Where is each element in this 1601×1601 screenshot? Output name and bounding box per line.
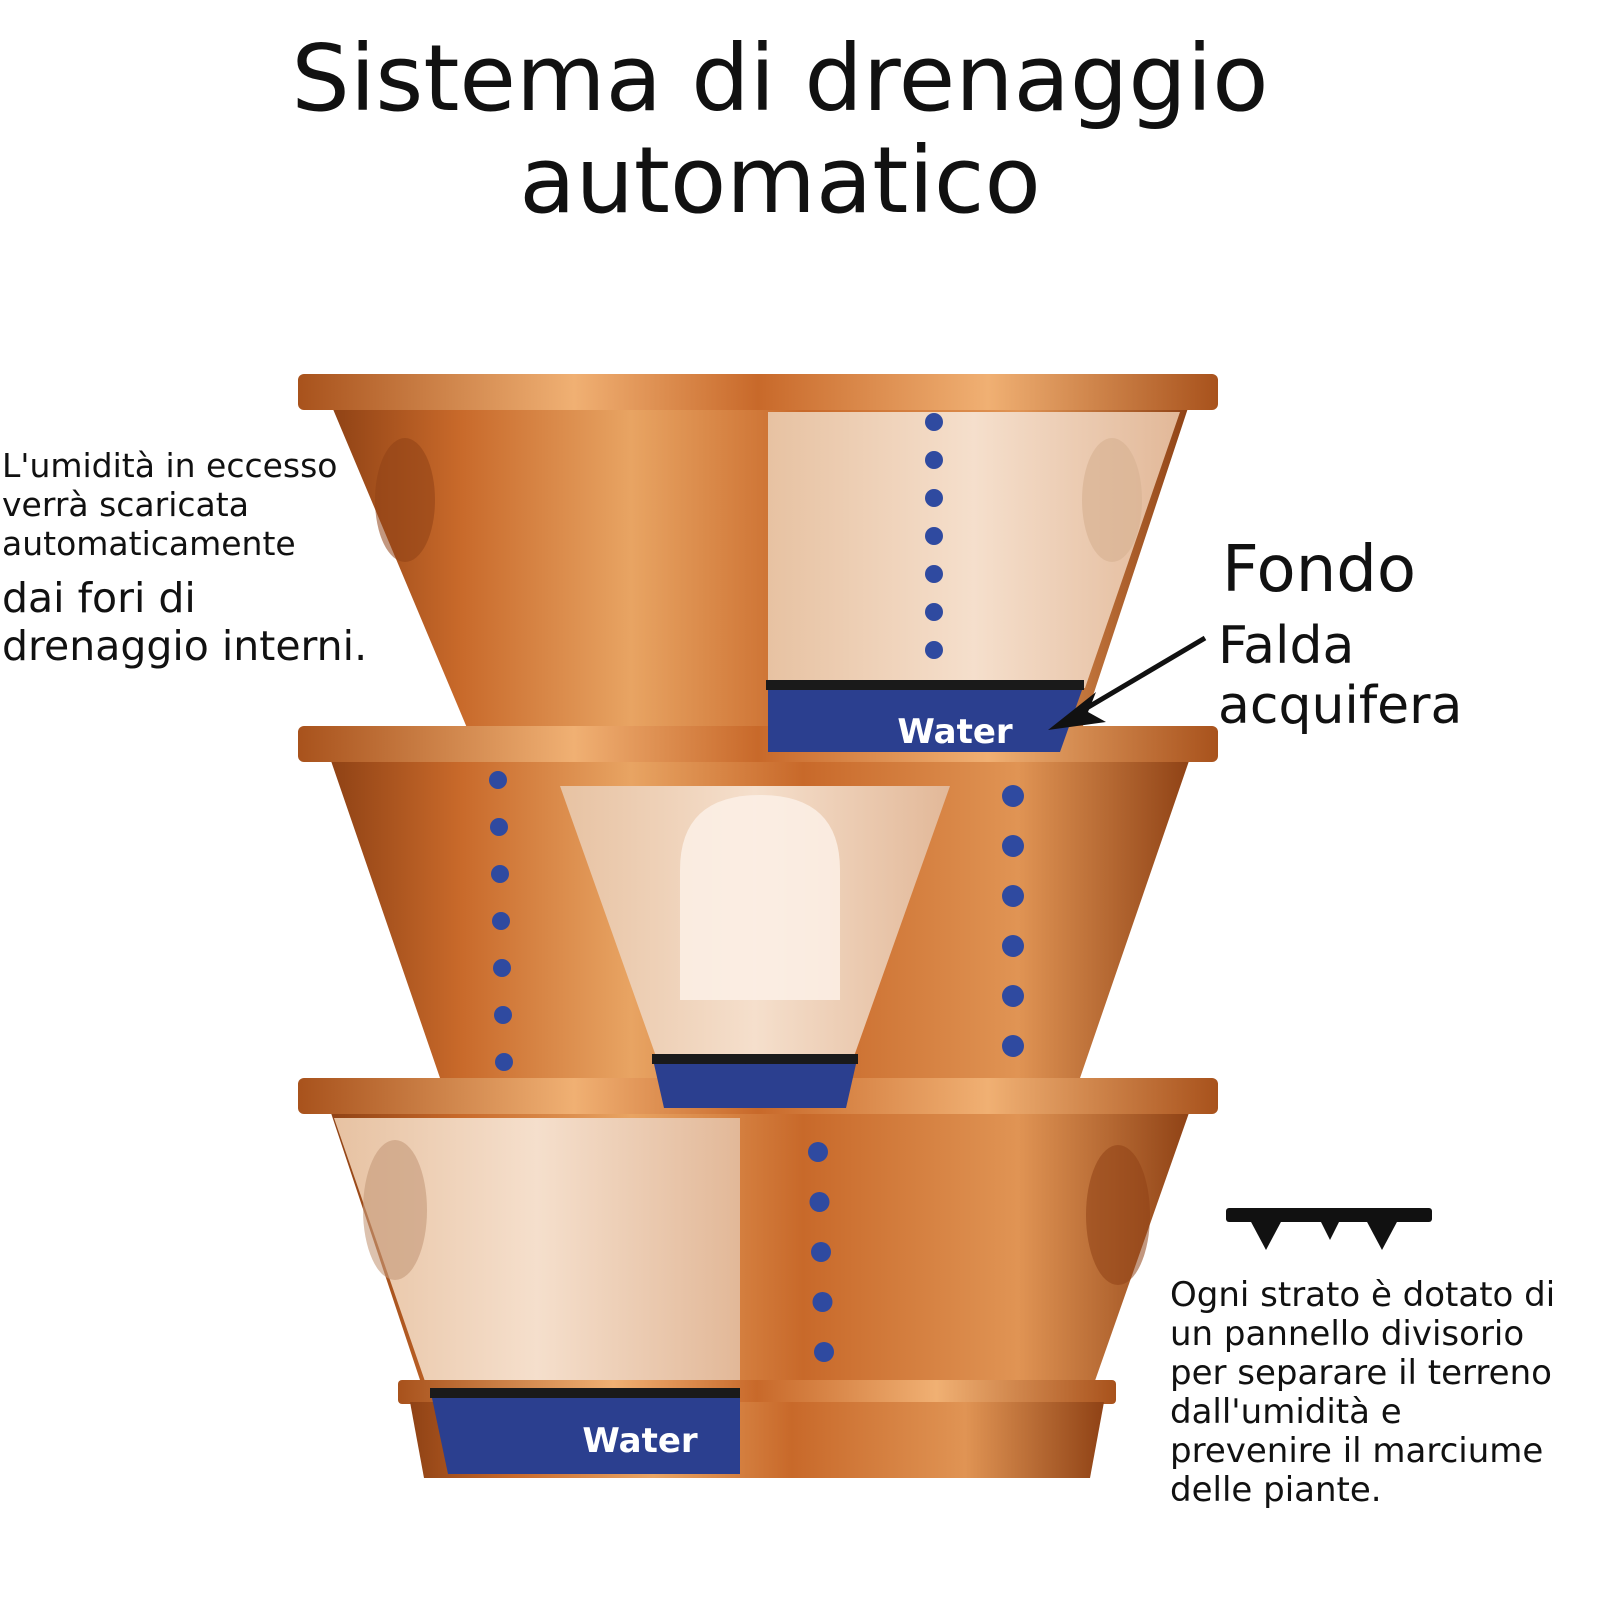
saucer-divider-plate [430, 1388, 740, 1398]
water-drop [925, 565, 943, 583]
tier-1-rim [298, 374, 1218, 410]
bottom-heading: Fondo [1222, 533, 1417, 607]
water-drop [925, 451, 943, 469]
tier-2-reservoir [652, 1054, 858, 1108]
tier-2-divider-plate [652, 1054, 858, 1064]
water-drop [490, 818, 508, 836]
water-table-caption: Falda acquifera [1218, 616, 1518, 736]
drainage-holes-caption: dai fori di drenaggio interni. [2, 574, 402, 670]
title-line-1: Sistema di drenaggio [291, 25, 1269, 132]
caption-line: per separare il terreno [1170, 1353, 1552, 1393]
reservoir-pointer-arrow [1048, 635, 1207, 730]
water-drop [925, 641, 943, 659]
tier-2-rim [298, 726, 1218, 762]
tier-1-divider-plate [766, 680, 1084, 690]
tier-3-pocket-right [1086, 1145, 1150, 1285]
caption-line: drenaggio interni. [2, 622, 368, 670]
title-line-2: automatico [519, 127, 1041, 234]
tier-1-water-block [768, 690, 1082, 752]
caption-line: un pannello divisorio [1170, 1314, 1525, 1354]
tier-1-pocket-left [375, 438, 435, 562]
water-drop [925, 413, 943, 431]
water-drop [925, 527, 943, 545]
caption-line: L'umidità in eccesso [2, 446, 338, 485]
tier-1-water-label: Water [897, 712, 1013, 752]
caption-line: dall'umidità e [1170, 1392, 1402, 1432]
water-drop [809, 1192, 830, 1212]
caption-line: Ogni strato è dotato di [1170, 1275, 1556, 1315]
water-drop [808, 1142, 828, 1162]
water-drop [1002, 1035, 1024, 1057]
caption-line: prevenire il marciume [1170, 1431, 1544, 1471]
water-drop [492, 912, 510, 930]
water-drop [925, 603, 943, 621]
caption-line: automaticamente [2, 524, 296, 563]
saucer-water-label: Water [582, 1421, 698, 1461]
water-drop [1002, 835, 1024, 857]
water-drop [1002, 985, 1024, 1007]
tier-3-cutaway [334, 1118, 740, 1390]
water-drop [493, 959, 511, 977]
divider-panel-caption: Ogni strato è dotato di un pannello divi… [1170, 1276, 1590, 1510]
tier-2-cutaway-arch [680, 795, 840, 1000]
pot-tier-3 [298, 1078, 1218, 1478]
divider-panel-icon [1226, 1208, 1432, 1250]
tier-1-reservoir: Water [766, 680, 1084, 752]
excess-moisture-caption: L'umidità in eccesso verrà scaricata aut… [2, 446, 362, 563]
water-drop [495, 1053, 513, 1071]
pot-tier-2 [298, 726, 1218, 1078]
water-drop [1002, 785, 1024, 807]
saucer-water-block [432, 1398, 740, 1474]
caption-line: acquifera [1218, 676, 1463, 736]
tier-1-pocket-right [1082, 438, 1142, 562]
drainage-drops [489, 413, 1024, 1362]
water-drop [494, 1006, 512, 1024]
water-drop [812, 1292, 833, 1312]
tier-3-pocket-left [363, 1140, 427, 1280]
saucer-reservoir: Water [430, 1388, 740, 1474]
tier-2-water-block [654, 1064, 856, 1108]
water-drop [811, 1242, 831, 1262]
water-drop [814, 1342, 834, 1362]
tier-1-cutaway [768, 412, 1180, 688]
caption-line: verrà scaricata [2, 485, 249, 524]
pot-tier-1 [298, 374, 1218, 735]
page-title: Sistema di drenaggio automatico [0, 28, 1560, 232]
water-drop [491, 865, 509, 883]
caption-line: Falda [1218, 616, 1355, 676]
water-drop [1002, 935, 1024, 957]
caption-line: delle piante. [1170, 1470, 1382, 1510]
caption-line: dai fori di [2, 574, 196, 622]
water-drop [1002, 885, 1024, 907]
water-drop [925, 489, 943, 507]
water-drop [489, 771, 507, 789]
